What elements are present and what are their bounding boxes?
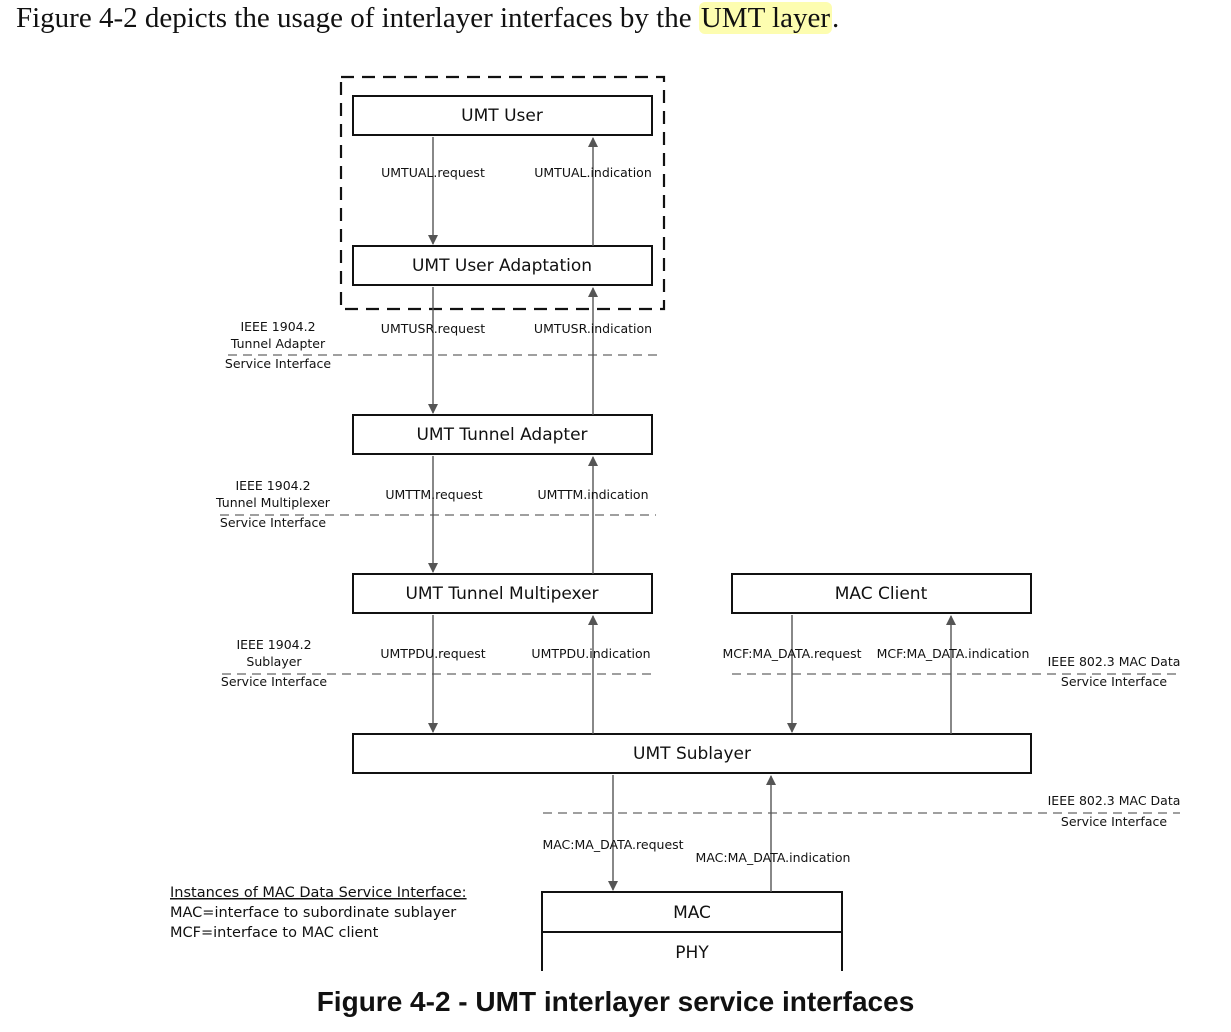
umt-tunnel-multiplexer-box: UMT Tunnel Multipexer [352,573,653,614]
umt-tunnel-adapter-label: UMT Tunnel Adapter [416,425,587,445]
tunnel-adapter-interface-line3: Service Interface [225,356,331,371]
figure-caption: Figure 4-2 - UMT interlayer service inte… [316,986,915,1017]
mac-request-label: MAC:MA_DATA.request [542,837,683,852]
umt-user-adaptation-label: UMT User Adaptation [412,256,592,276]
umt-user-label: UMT User [461,106,543,126]
tunnel-adapter-interface-line1: IEEE 1904.2 [240,319,315,334]
mac-data-lower-interface-line1: IEEE 802.3 MAC Data [1048,793,1181,808]
mac-data-upper-interface-line1: IEEE 802.3 MAC Data [1048,654,1181,669]
umttm-request-label: UMTTM.request [385,487,482,502]
sublayer-interface-line3: Service Interface [221,674,327,689]
umtpdu-indication-label: UMTPDU.indication [531,646,650,661]
umt-sublayer-box: UMT Sublayer [352,733,1032,774]
umtpdu-request-label: UMTPDU.request [380,646,485,661]
primitive-labels: UMTUAL.request UMTUAL.indication UMTUSR.… [380,165,1029,865]
mac-phy-stack: MAC PHY [541,891,843,971]
legend-mcf-definition: MCF=interface to MAC client [170,925,379,941]
umtusr-indication-label: UMTUSR.indication [534,321,652,336]
mac-data-lower-interface-line2: Service Interface [1061,814,1167,829]
umtual-request-label: UMTUAL.request [381,165,485,180]
sublayer-interface-line1: IEEE 1904.2 [236,637,311,652]
umt-tunnel-multiplexer-label: UMT Tunnel Multipexer [405,584,598,604]
umt-user-group-boundary [339,75,666,311]
legend: Instances of MAC Data Service Interface:… [170,885,467,941]
intro-text: Figure 4-2 depicts the usage of interlay… [16,2,699,34]
legend-mac-definition: MAC=interface to subordinate sublayer [170,905,456,921]
tunnel-multiplexer-interface-line3: Service Interface [220,515,326,530]
umtusr-request-label: UMTUSR.request [381,321,485,336]
mcf-indication-label: MCF:MA_DATA.indication [877,646,1030,661]
umt-sublayer-label: UMT Sublayer [633,744,751,764]
umt-user-box: UMT User [352,95,653,136]
highlighted-term: UMT layer [698,2,832,34]
mac-client-box: MAC Client [731,573,1032,614]
intro-period: . [832,2,840,34]
tunnel-adapter-interface-line2: Tunnel Adapter [230,336,326,351]
legend-title: Instances of MAC Data Service Interface: [170,885,467,901]
umt-user-adaptation-box: UMT User Adaptation [352,245,653,286]
umtual-indication-label: UMTUAL.indication [534,165,652,180]
umttm-indication-label: UMTTM.indication [537,487,648,502]
mcf-request-label: MCF:MA_DATA.request [722,646,861,661]
phy-label: PHY [675,943,709,963]
mac-data-upper-interface-line2: Service Interface [1061,674,1167,689]
tunnel-multiplexer-interface-line2: Tunnel Multiplexer [215,495,331,510]
sublayer-interface-line2: Sublayer [246,654,302,669]
tunnel-multiplexer-interface-line1: IEEE 1904.2 [235,478,310,493]
mac-client-label: MAC Client [835,584,928,604]
intro-paragraph: Figure 4-2 depicts the usage of interlay… [16,2,839,35]
umt-tunnel-adapter-box: UMT Tunnel Adapter [352,414,653,455]
interface-labels: IEEE 1904.2 Tunnel Adapter Service Inter… [215,319,1180,829]
mac-indication-label: MAC:MA_DATA.indication [696,850,851,865]
mac-label: MAC [673,903,711,923]
